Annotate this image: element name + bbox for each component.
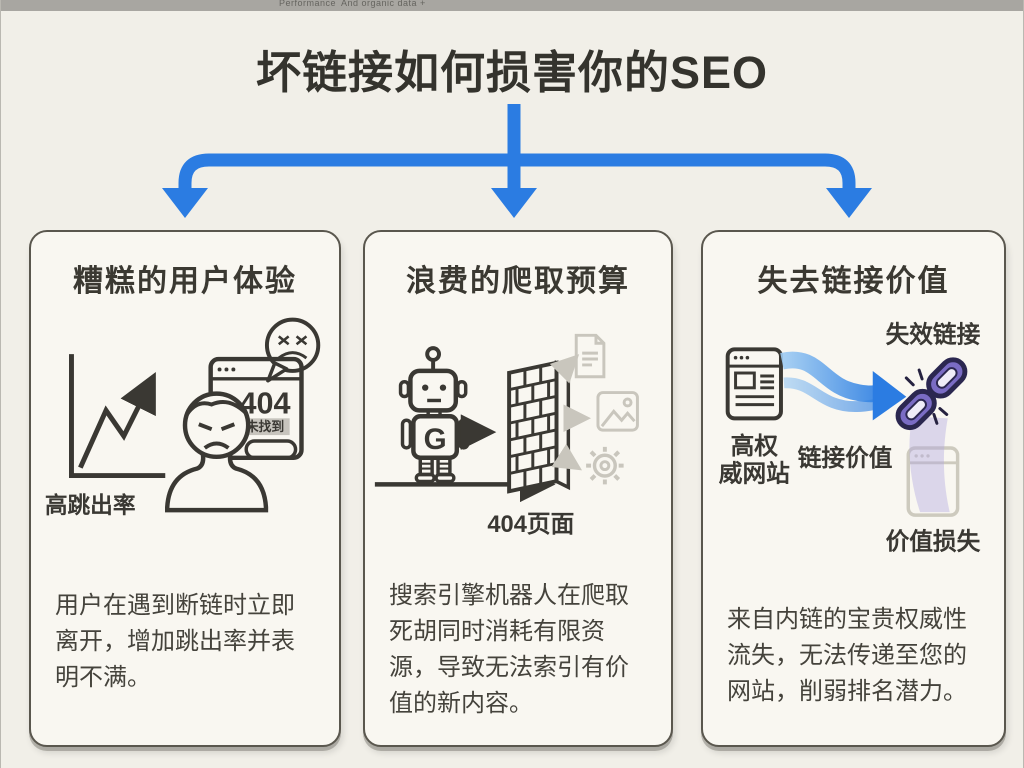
wall-caption-label: 404页面: [487, 512, 574, 538]
authority-site-label-line2: 威网站: [719, 460, 790, 488]
link-value-flow-icon: [780, 351, 907, 421]
card3-illustration: 失效链接 高权 威网站: [703, 308, 1004, 590]
page-title: 坏链接如何损害你的SEO: [255, 47, 769, 98]
robot-icon: G: [398, 346, 470, 484]
image-icon: [596, 391, 639, 432]
angry-user-icon: [165, 391, 269, 513]
gear-icon: [586, 446, 624, 485]
card-lost-link-value: 失去链接价值 失效链接: [701, 230, 1006, 747]
card-title: 浪费的爬取预算: [406, 265, 630, 298]
card-title: 失去链接价值: [757, 265, 950, 298]
value-loss-label: 价值损失: [886, 528, 981, 556]
authority-site-label-line1: 高权: [731, 432, 779, 460]
arrow-bar: [178, 153, 856, 192]
card2-illustration-svg: G: [374, 333, 639, 538]
arrowhead-center-icon: [491, 188, 537, 218]
faded-arrow-down-icon: [551, 443, 583, 471]
bounce-rate-label: 高跳出率: [45, 492, 136, 518]
chrome-text-right: And organic data +: [341, 0, 426, 8]
faded-site-icon: [906, 446, 960, 517]
card-description: 来自内链的宝贵权威性流失，无法传递至您的网站，削弱排名潜力。: [727, 606, 967, 705]
rising-chart-icon: [69, 354, 166, 479]
robot-g-label: G: [424, 423, 447, 456]
angry-speech-bubble-icon: [264, 317, 321, 383]
card-wasted-crawl-budget: 浪费的爬取预算: [363, 230, 673, 747]
not-found-label: 未找到: [245, 419, 284, 434]
faded-arrow-up-icon: [549, 354, 580, 384]
branching-arrows: [162, 104, 872, 218]
document-icon: [574, 333, 606, 379]
card1-illustration-svg: 高跳出率 404 未找到: [45, 317, 321, 518]
arrowhead-right-icon: [826, 188, 872, 218]
broken-link-label: 失效链接: [886, 320, 981, 348]
card-description: 用户在遇到断链时立即离开，增加跳出率并表明不满。: [55, 592, 295, 691]
card-description: 搜索引擎机器人在爬取死胡同时消耗有限资源，导致无法索引有价值的新内容。: [389, 582, 629, 717]
browser-chrome-bar: Performance And organic data +: [1, 0, 1023, 11]
flow-label: 链接价值: [798, 444, 893, 472]
card2-illustration: G: [365, 308, 671, 566]
brick-wall-icon: [507, 360, 571, 494]
arrowhead-left-icon: [162, 188, 208, 218]
card-title: 糟糕的用户体验: [73, 265, 297, 298]
card-bad-user-experience: 糟糕的用户体验 高跳出率: [29, 230, 341, 747]
card3-illustration-svg: 失效链接 高权 威网站: [719, 320, 981, 556]
card1-illustration: 高跳出率 404 未找到: [31, 308, 339, 576]
value-leak-streak: [909, 416, 950, 513]
authority-site-icon: [725, 347, 783, 421]
chrome-text-left: Performance: [279, 0, 337, 8]
broken-chain-icon: [895, 357, 968, 431]
